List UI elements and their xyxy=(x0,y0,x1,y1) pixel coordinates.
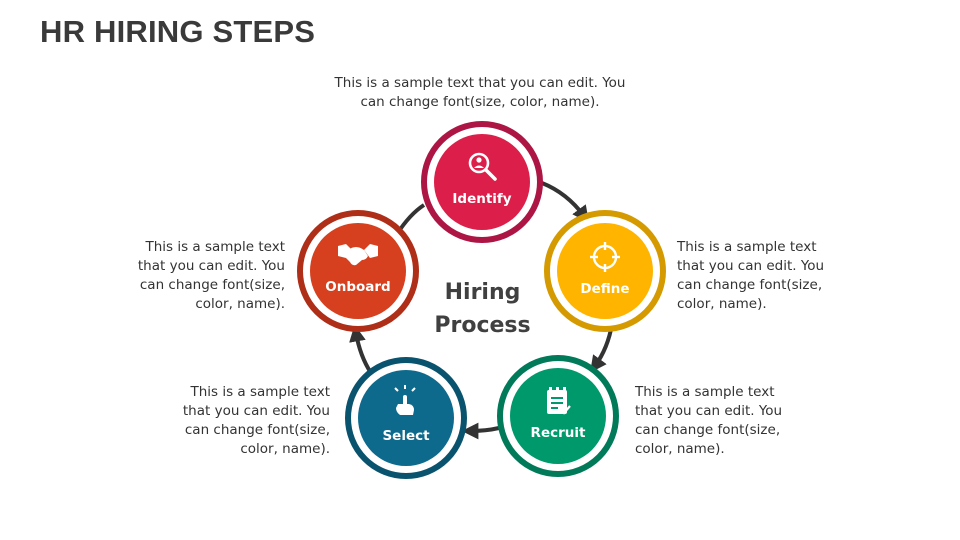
center-label: Hiring Process xyxy=(420,276,545,342)
step-onboard-fill xyxy=(310,223,406,319)
step-recruit: Recruit xyxy=(497,355,619,477)
desc-line: This is a sample text xyxy=(190,384,330,400)
desc-line: can change font(size, xyxy=(635,422,781,438)
step-recruit-fill xyxy=(510,368,606,464)
desc-line: can change font(size, xyxy=(184,422,330,438)
checklist-icon xyxy=(547,387,571,415)
step-identify: Identify xyxy=(421,121,543,243)
step-onboard-label: Onboard xyxy=(325,279,390,295)
desc-line: This is a sample text xyxy=(677,239,817,255)
desc-line: This is a sample text that you can edit.… xyxy=(334,75,626,91)
center-label-line2: Process xyxy=(434,313,531,338)
desc-line: can change font(size, xyxy=(139,277,285,293)
step-identify-fill xyxy=(434,134,530,230)
target-icon xyxy=(590,242,620,272)
desc-line: color, name). xyxy=(240,441,330,457)
person-search-icon xyxy=(468,152,497,181)
identify-description: This is a sample text that you can edit.… xyxy=(330,74,630,112)
step-identify-label: Identify xyxy=(452,191,511,207)
connector-select-onboard xyxy=(349,324,373,375)
step-define: Define xyxy=(544,210,666,332)
desc-line: can change font(size, color, name). xyxy=(360,94,600,110)
desc-line: color, name). xyxy=(677,296,767,312)
desc-line: that you can edit. You xyxy=(137,258,285,274)
desc-line: This is a sample text xyxy=(635,384,775,400)
step-onboard: Onboard xyxy=(297,210,419,332)
handshake-icon xyxy=(338,244,378,266)
desc-line: can change font(size, xyxy=(677,277,823,293)
onboard-description: This is a sample text that you can edit.… xyxy=(115,238,285,314)
page-title: HR HIRING STEPS xyxy=(40,14,316,49)
hand-pointer-icon xyxy=(394,385,416,415)
connector-identify-define xyxy=(541,181,589,223)
desc-line: This is a sample text xyxy=(145,239,285,255)
connector-recruit-select xyxy=(461,422,500,440)
desc-line: color, name). xyxy=(195,296,285,312)
step-recruit-label: Recruit xyxy=(531,425,586,441)
step-select: Select xyxy=(345,357,467,479)
define-description: This is a sample text that you can edit.… xyxy=(677,238,847,314)
center-label-line1: Hiring xyxy=(444,280,521,305)
desc-line: that you can edit. You xyxy=(635,403,783,419)
step-select-label: Select xyxy=(382,428,430,444)
desc-line: that you can edit. You xyxy=(182,403,330,419)
step-select-fill xyxy=(358,370,454,466)
desc-line: that you can edit. You xyxy=(677,258,825,274)
recruit-description: This is a sample text that you can edit.… xyxy=(635,383,805,459)
desc-line: color, name). xyxy=(635,441,725,457)
step-define-label: Define xyxy=(580,281,629,297)
select-description: This is a sample text that you can edit.… xyxy=(160,383,330,459)
